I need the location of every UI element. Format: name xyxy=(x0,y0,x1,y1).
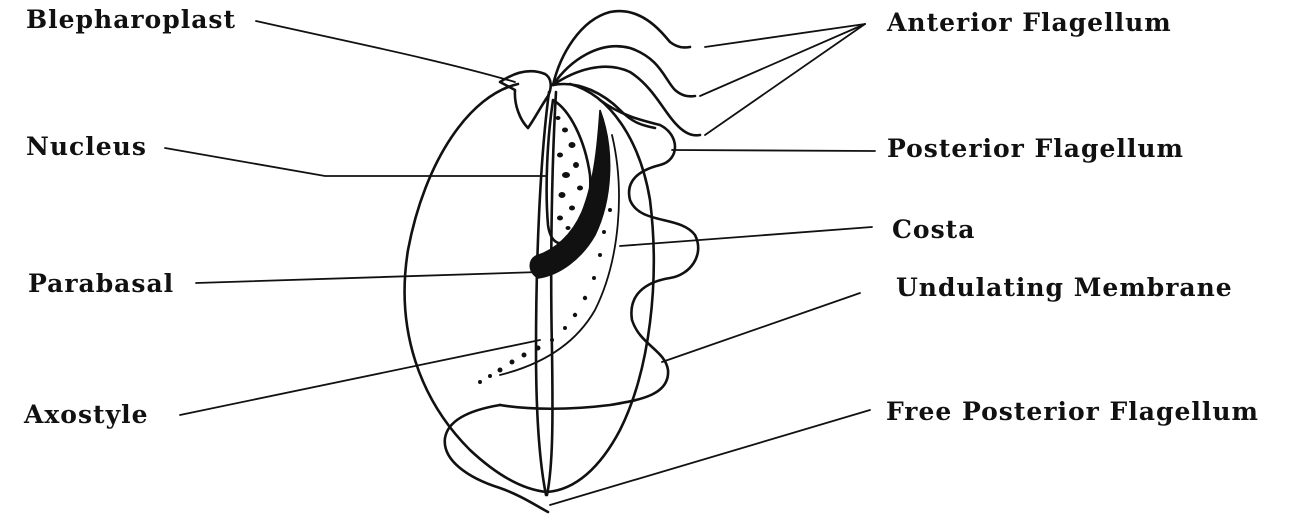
leader-free-posterior-flagellum xyxy=(550,410,870,505)
leader-undulating-membrane xyxy=(662,293,860,362)
leader-anterior-1 xyxy=(705,24,865,47)
label-undulating-membrane: Undulating Membrane xyxy=(896,273,1233,302)
label-axostyle: Axostyle xyxy=(23,400,149,429)
label-blepharoplast: Blepharoplast xyxy=(26,5,236,34)
parabasal-body xyxy=(530,110,609,278)
label-posterior-flagellum: Posterior Flagellum xyxy=(887,134,1184,163)
leader-posterior-flagellum xyxy=(672,150,875,151)
cell-body-outline xyxy=(405,84,654,492)
leader-anterior-2 xyxy=(700,24,865,96)
label-nucleus: Nucleus xyxy=(26,132,147,161)
leader-parabasal xyxy=(196,272,540,283)
label-anterior-flagellum: Anterior Flagellum xyxy=(886,8,1172,37)
leader-anterior-3 xyxy=(705,24,865,135)
free-posterior-flagellum xyxy=(445,405,548,512)
leader-costa xyxy=(620,227,872,246)
label-parabasal: Parabasal xyxy=(28,269,174,298)
anterior-flagellum-2 xyxy=(553,46,695,96)
label-costa: Costa xyxy=(892,215,975,244)
leader-blepharoplast xyxy=(256,21,515,82)
leader-axostyle xyxy=(180,340,540,415)
label-free-posterior-flagellum: Free Posterior Flagellum xyxy=(886,397,1259,426)
leader-nucleus xyxy=(165,148,545,176)
